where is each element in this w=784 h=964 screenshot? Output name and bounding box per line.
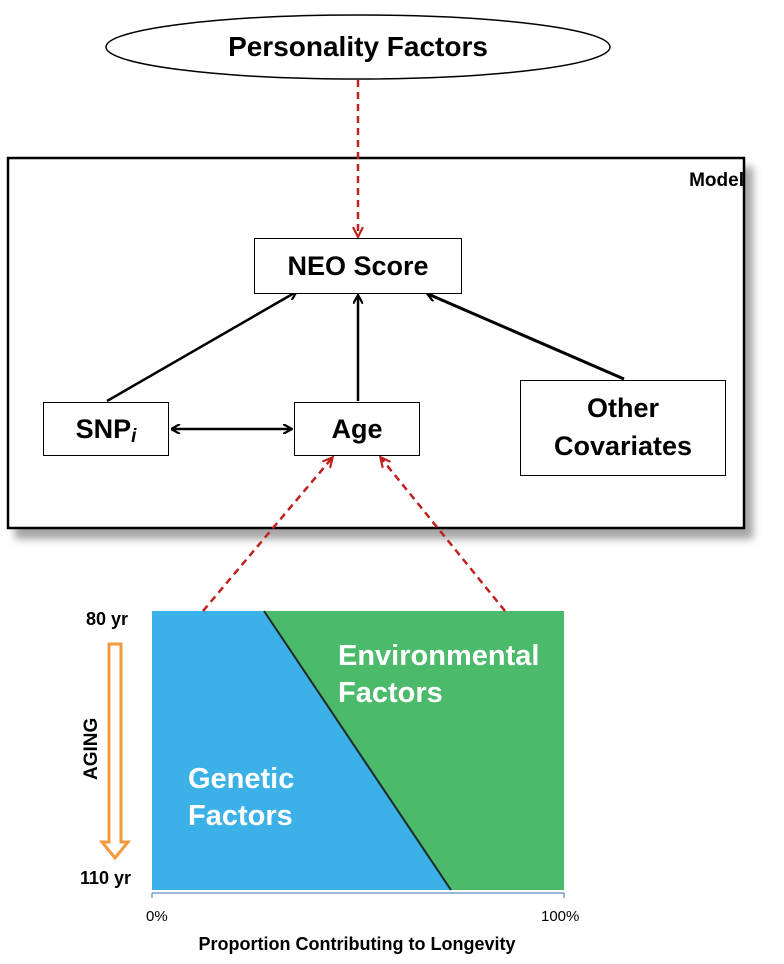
genetic-factors-region [152,611,451,890]
environmental-to-age-arrow [381,458,506,612]
aging-arrow [98,642,132,861]
snp-to-neo-arrow [106,292,296,403]
age-label: Age [331,413,383,444]
environmental-factors-label: Environmental Factors [338,638,539,712]
personality-factors-ellipse [105,14,611,80]
genetic-factors-label: Genetic Factors [188,761,294,835]
other-covariates-line2: Covariates [553,431,693,461]
genetic-line1: Genetic [188,763,295,795]
environmental-line1: Environmental [338,640,540,672]
genetic-line2: Factors [188,800,293,833]
snp-subscript: i [131,426,137,447]
personality-factors-label: Personality Factors [228,31,488,62]
snp-label: SNP [75,413,132,444]
environmental-line2: Factors [338,677,443,710]
bottom-age-label: 110 yr [80,868,132,888]
genetic-to-age-arrow [202,458,332,612]
top-age-label: 80 yr [86,609,129,629]
model-label: Model [689,170,744,191]
neo-score-label: NEO Score [287,250,429,281]
x-axis-max-label: 100% [541,908,580,925]
genetic-environmental-boundary [263,610,452,891]
neo-score-node: NEO Score [254,238,462,294]
other-covariates-node: Other Covariates [520,380,726,476]
aging-label: AGING [81,717,102,780]
covariates-to-neo-arrow [428,294,625,381]
age-node: Age [294,402,420,456]
x-axis-min-label: 0% [146,908,168,925]
x-axis-title: Proportion Contributing to Longevity [198,934,516,954]
other-covariates-line1: Other [586,393,659,424]
